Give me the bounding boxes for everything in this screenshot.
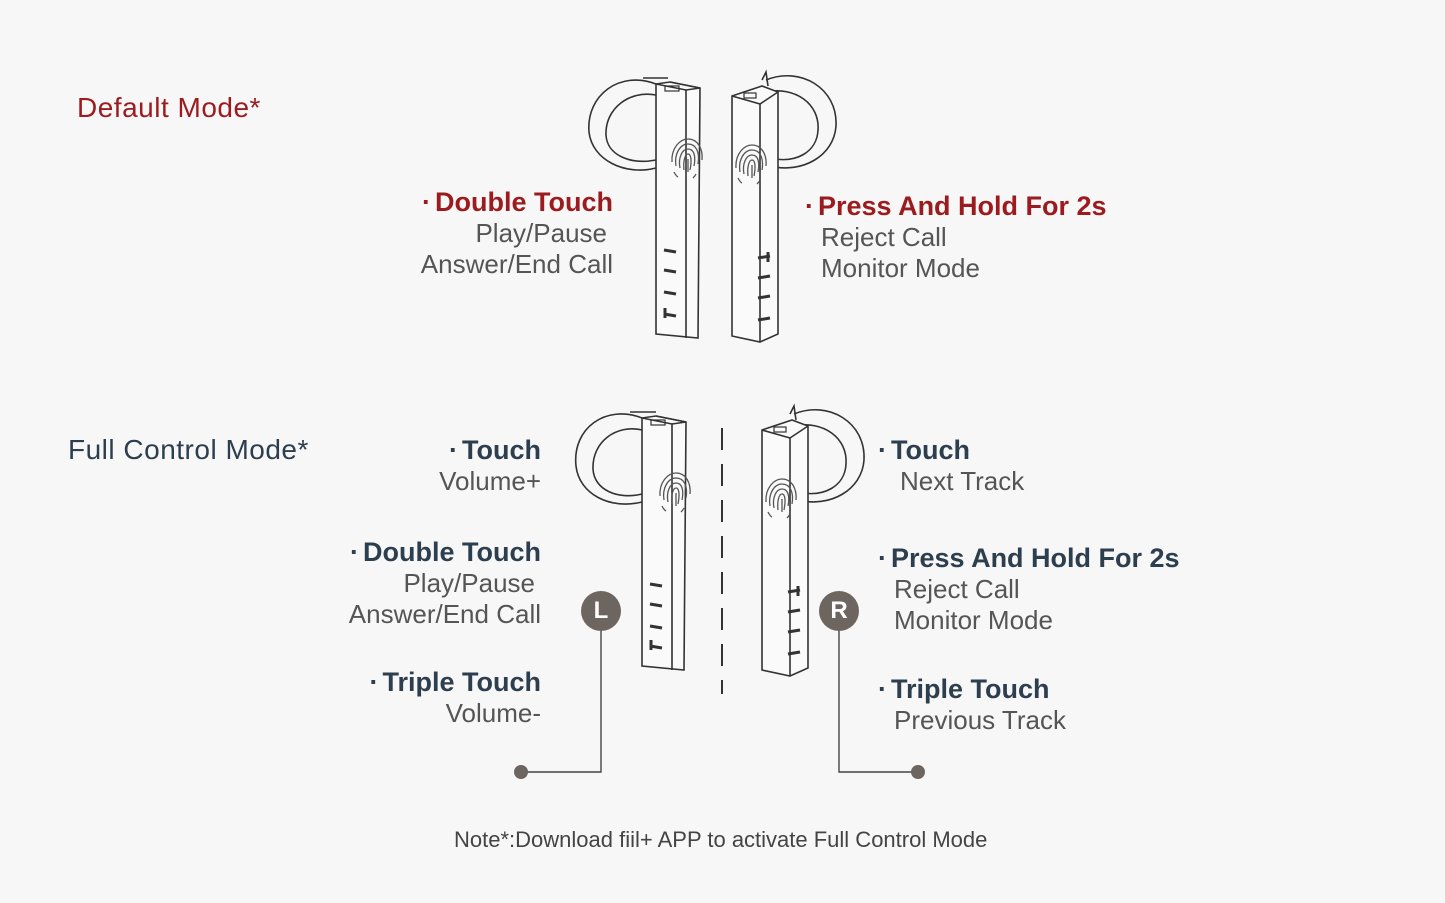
gesture-desc: Monitor Mode xyxy=(821,253,980,283)
gesture-action: Double Touch xyxy=(435,187,613,217)
gesture-desc: Volume- xyxy=(445,698,541,728)
gesture-action: Touch xyxy=(891,435,970,465)
gesture-desc: Previous Track xyxy=(894,705,1066,735)
left-connector-dot xyxy=(514,765,528,779)
gesture-desc: Reject Call xyxy=(821,222,947,252)
gesture-action: Triple Touch xyxy=(382,667,541,697)
right-connector-dot xyxy=(911,765,925,779)
default-right-gesture: ·Press And Hold For 2s Reject Call Monit… xyxy=(805,191,1107,284)
gesture-action: Touch xyxy=(462,435,541,465)
bullet: · xyxy=(805,191,814,221)
gesture-desc: Reject Call xyxy=(894,574,1020,604)
full-right-gesture-3: ·Triple Touch Previous Track xyxy=(878,674,1066,736)
gesture-action: Press And Hold For 2s xyxy=(891,543,1180,573)
default-left-earbud xyxy=(588,77,701,339)
gesture-desc: Answer/End Call xyxy=(348,599,541,629)
full-right-earbud xyxy=(761,403,865,677)
bullet: · xyxy=(449,435,459,465)
left-connector xyxy=(521,630,602,773)
left-earbud-badge: L xyxy=(581,591,621,631)
gesture-desc: Next Track xyxy=(900,466,1025,496)
bullet: · xyxy=(878,674,887,704)
right-connector xyxy=(838,630,918,773)
bullet: · xyxy=(422,187,432,217)
bullet: · xyxy=(350,537,360,567)
right-earbud-badge: R xyxy=(819,591,859,631)
footnote: Note*:Download fiil+ APP to activate Ful… xyxy=(454,827,988,852)
full-left-gesture-3: ·Triple Touch Volume- xyxy=(369,667,541,729)
full-left-gesture-1: ·Touch Volume+ xyxy=(439,435,541,497)
gesture-desc: Volume+ xyxy=(439,466,541,496)
default-mode-title: Default Mode* xyxy=(77,92,261,123)
gesture-desc: Answer/End Call xyxy=(420,249,613,279)
full-right-gesture-1: ·Touch Next Track xyxy=(878,435,1024,497)
gesture-desc: Monitor Mode xyxy=(894,605,1053,635)
gesture-action: Triple Touch xyxy=(891,674,1050,704)
gesture-desc: Play/Pause xyxy=(475,218,607,248)
default-left-gesture: ·Double Touch Play/Pause Answer/End Call xyxy=(421,187,613,280)
default-right-earbud xyxy=(731,69,837,343)
bullet: · xyxy=(878,543,887,573)
bullet: · xyxy=(369,667,379,697)
full-left-earbud xyxy=(575,411,687,671)
bullet: · xyxy=(878,435,887,465)
gesture-action: Press And Hold For 2s xyxy=(818,191,1107,221)
gesture-desc: Play/Pause xyxy=(403,568,535,598)
gesture-action: Double Touch xyxy=(363,537,541,567)
full-right-gesture-2: ·Press And Hold For 2s Reject Call Monit… xyxy=(878,543,1180,636)
full-left-gesture-2: ·Double Touch Play/Pause Answer/End Call xyxy=(349,537,541,630)
full-control-mode-title: Full Control Mode* xyxy=(68,434,309,465)
